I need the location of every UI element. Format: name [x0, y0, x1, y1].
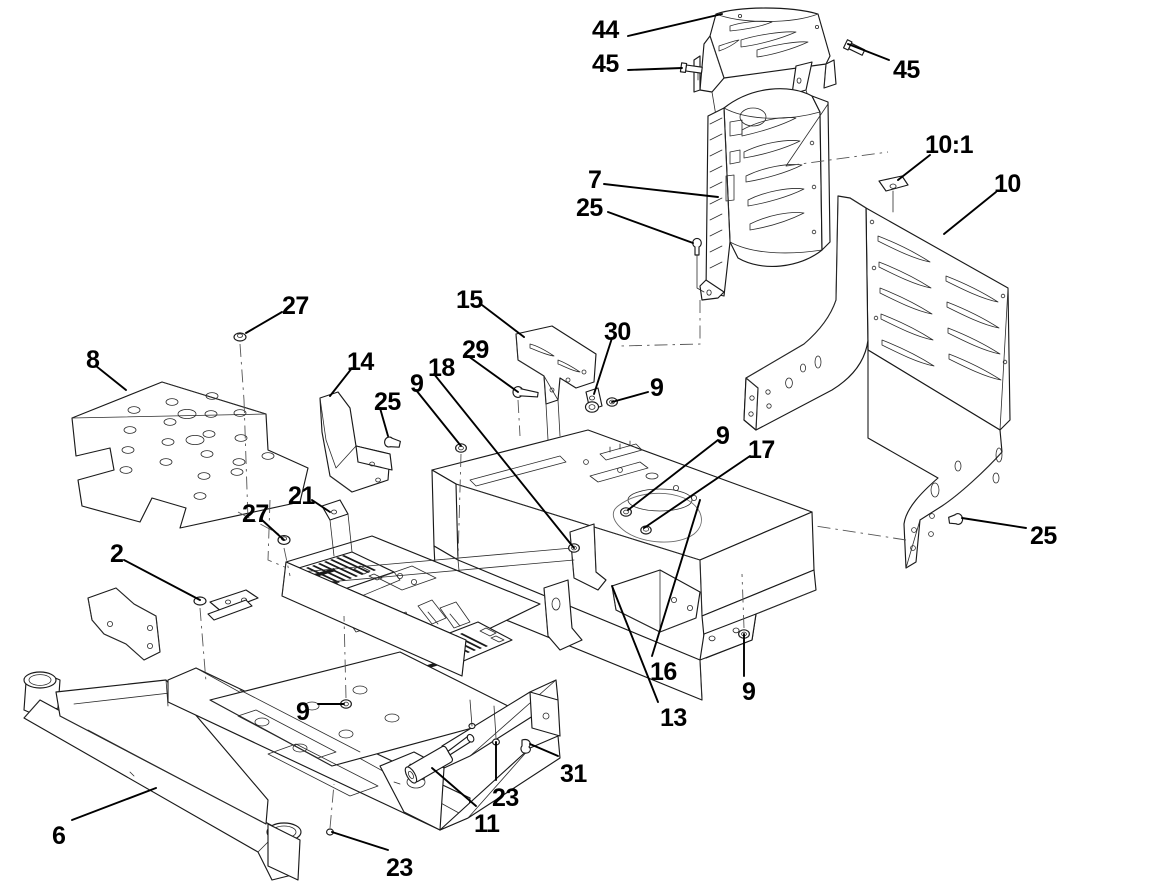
part-21-tab [321, 499, 353, 557]
part-8-floor-plate [71, 332, 331, 587]
leader-8 [95, 365, 127, 391]
part-10-1-tab [878, 175, 909, 213]
leader-25 [379, 407, 389, 437]
part-11-gas-spring [326, 699, 531, 836]
callout-25: 25 [1030, 522, 1057, 550]
callout-2: 2 [110, 540, 124, 568]
leader-23 [331, 831, 389, 851]
callout-27: 27 [242, 500, 269, 528]
leader-17 [643, 455, 751, 529]
part-14-deflector-bracket [319, 391, 401, 493]
callout-6: 6 [52, 822, 66, 850]
callout-17: 17 [748, 436, 775, 464]
part-7-curved-shroud [619, 88, 889, 347]
callout-23: 23 [386, 854, 413, 882]
leader-44 [627, 13, 723, 37]
callout-14: 14 [347, 348, 374, 376]
leader-9 [627, 439, 719, 511]
leader-6 [71, 787, 157, 821]
callout-31: 31 [560, 760, 587, 788]
assorted-fasteners [455, 386, 580, 561]
part-18-strap [299, 547, 575, 585]
callout-25: 25 [374, 388, 401, 416]
callout-7: 7 [588, 166, 602, 194]
part-15-mount-bracket [515, 325, 618, 441]
callout-23: 23 [492, 784, 519, 812]
leader-10-1 [897, 154, 931, 181]
callout-9: 9 [650, 374, 664, 402]
callout-21: 21 [288, 482, 315, 510]
callout-8: 8 [86, 346, 100, 374]
callout-25: 25 [576, 194, 603, 222]
callout-11: 11 [474, 810, 500, 838]
callout-15: 15 [456, 286, 483, 314]
callout-9: 9 [410, 370, 424, 398]
leader-27 [245, 311, 283, 334]
leader-14 [329, 367, 353, 397]
leader-45 [627, 67, 683, 71]
leader-21 [311, 499, 331, 513]
callout-45: 45 [592, 50, 619, 78]
leader-9 [611, 391, 649, 403]
callout-29: 29 [462, 336, 489, 364]
part-6-main-frame [23, 587, 561, 881]
leader-27 [261, 519, 285, 541]
leader-18 [433, 373, 575, 549]
callout-10-1: 10:1 [925, 131, 974, 159]
leader-2 [123, 559, 201, 601]
leader-15 [481, 304, 525, 338]
leader-45 [847, 43, 890, 61]
callout-16: 16 [650, 658, 677, 686]
leader-25 [607, 211, 694, 244]
callout-30: 30 [604, 318, 631, 346]
callout-9: 9 [716, 422, 730, 450]
part-10-side-panel [699, 195, 1011, 569]
callout-27: 27 [282, 292, 309, 320]
part-13-16-main-frame [207, 429, 817, 701]
leader-13 [611, 585, 659, 703]
leader-30 [593, 337, 613, 395]
leader-25 [961, 517, 1027, 529]
callout-18: 18 [428, 354, 455, 382]
controller-electronics [291, 551, 513, 669]
leader-lines [71, 13, 1027, 851]
callout-44: 44 [592, 16, 619, 44]
leader-31 [529, 743, 559, 757]
callout-45: 45 [893, 56, 920, 84]
leader-9 [415, 389, 462, 447]
leader-16 [651, 499, 701, 657]
callout-9: 9 [296, 698, 310, 726]
leader-10 [943, 191, 997, 235]
callout-10: 10 [994, 170, 1021, 198]
callout-9: 9 [742, 678, 756, 706]
leader-7 [603, 183, 719, 198]
leader-11 [431, 767, 477, 807]
leader-29 [467, 355, 519, 393]
callout-13: 13 [660, 704, 687, 732]
